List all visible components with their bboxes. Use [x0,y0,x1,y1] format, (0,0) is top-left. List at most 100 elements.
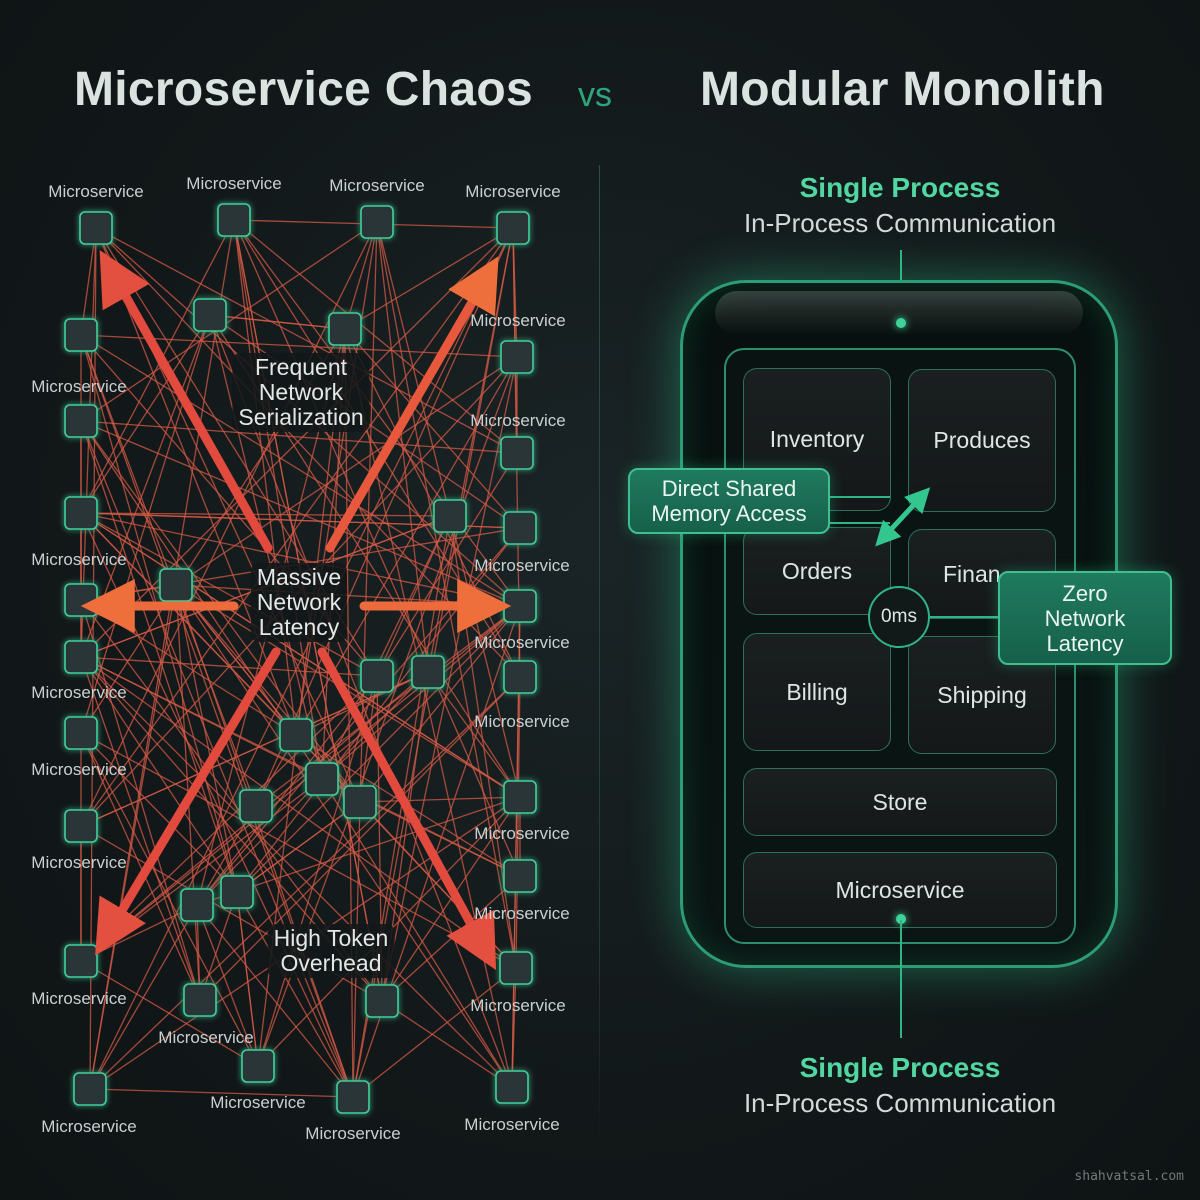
network-edge [80,420,361,803]
network-edge [376,515,451,677]
network-edge [175,584,513,1088]
callout-network-serialization: Frequent Network Serialization [232,353,370,432]
connector-bottom [900,920,902,1038]
network-edge [80,227,514,658]
network-edge [80,227,97,336]
ms-label: Microservice [465,182,561,201]
network-edge [295,671,429,736]
network-edge [376,221,517,969]
network-edge [80,221,378,827]
microservice-node [64,583,98,617]
callout-line: Serialization [238,404,364,430]
microservice-node [328,312,362,346]
badge-line: Network [1044,605,1126,631]
microservice-node [79,211,113,245]
network-edge [80,671,429,827]
watermark: shahvatsal.com [1074,1169,1184,1184]
microservice-node [305,762,339,796]
network-edge [233,219,518,454]
network-edge [255,227,514,807]
callout-line: Network [258,379,344,405]
network-edge [381,1000,513,1088]
network-edge [80,512,451,517]
microservice-node [193,298,227,332]
network-edge [80,732,259,1067]
callout-network-latency: Massive Network Latency [250,563,348,642]
microservice-node [64,809,98,843]
microservice-network-graph [64,203,537,1114]
network-edge [236,891,354,1098]
network-edge [381,356,518,1002]
network-edge [236,891,259,1067]
network-edge [359,796,521,803]
ms-label: Microservice [31,989,127,1008]
microservice-node [64,496,98,530]
network-edge [80,221,378,422]
module-orders: Orders [743,527,891,615]
network-edge [80,314,211,514]
ms-label: Microservice [158,1028,254,1047]
memory-connector-line [828,496,890,498]
network-edge [80,512,378,677]
microservice-node [73,1072,107,1106]
microservice-node [500,340,534,374]
network-edge [381,796,521,1002]
ms-label: Microservice [31,760,127,779]
microservice-node [495,1070,529,1104]
ms-label: Microservice [41,1117,137,1136]
microservice-node [503,660,537,694]
arrow-bottom-left [95,647,281,956]
arrow-top-right [325,256,499,553]
ms-label: Microservice [31,550,127,569]
arrow-top-left [99,250,273,553]
network-edge [199,676,521,1001]
network-edge [515,676,521,969]
ms-label: Microservice [474,904,570,923]
microservice-node [159,568,193,602]
title-microservice-chaos: Microservice Chaos [74,63,533,116]
microservice-node [64,640,98,674]
badge-line: Direct Shared [661,476,797,501]
vs-label: vs [578,76,612,114]
module-store: Store [743,768,1057,836]
connector-dot-top [896,318,906,328]
in-process-subtitle: In-Process Communication [743,208,1057,238]
latency-arrows [80,250,512,971]
microservice-node [343,785,377,819]
callout-line: Overhead [280,950,382,976]
network-edge [80,605,521,962]
single-process-title: Single Process [799,1052,1001,1083]
ms-label: Microservice [464,1115,560,1134]
network-edge [199,891,238,1001]
module-produces: Produces [908,369,1056,512]
microservice-node [411,655,445,689]
network-edge [427,671,521,798]
network-nodes [64,203,537,1114]
network-edge [80,314,211,734]
module-billing: Billing [743,633,891,751]
network-edge [352,967,517,1098]
network-edge [80,732,517,969]
network-edge [89,227,514,1090]
direct-shared-memory-access-badge: Direct Shared Memory Access [628,468,830,534]
network-edge [80,656,201,1001]
single-process-title: Single Process [799,172,1001,203]
arrow-bottom-right [317,647,497,971]
ms-label: Microservice [470,411,566,430]
badge-line: Memory Access [651,501,807,526]
single-process-header-bottom: Single Process In-Process Communication [744,1052,1056,1119]
ms-label: Microservice [470,996,566,1015]
callout-line: Network [256,589,342,615]
microservice-node [433,499,467,533]
ms-label: Microservice [474,556,570,575]
microservice-node [220,875,254,909]
microservice-node [64,944,98,978]
ms-label: Microservice [474,712,570,731]
microservice-node [279,718,313,752]
network-edge [95,227,518,454]
memory-connector-line [828,522,890,524]
microservice-node [360,205,394,239]
callout-line: Massive [256,564,342,590]
zero-latency-indicator: 0ms [868,586,930,648]
